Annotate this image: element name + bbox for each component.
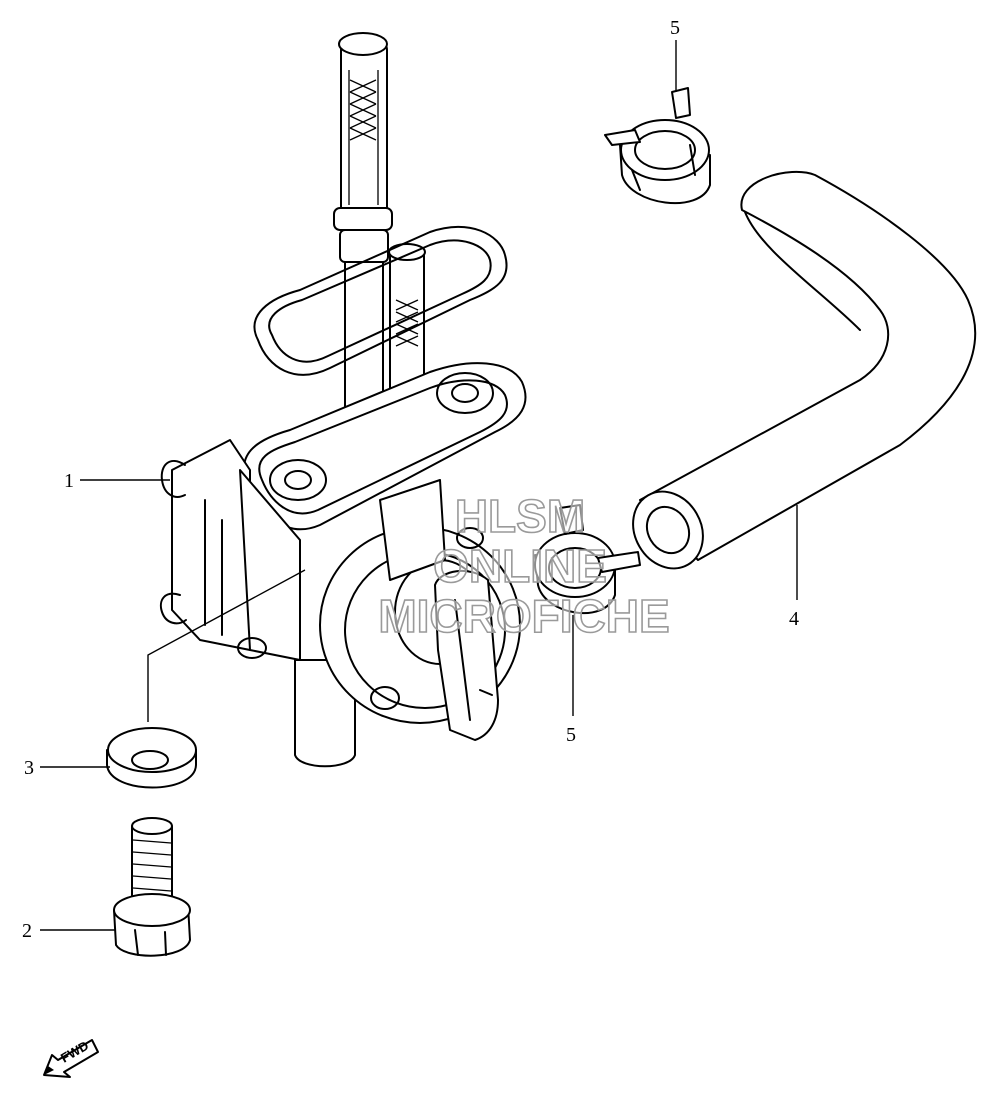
fuel-cock-assembly (160, 32, 527, 768)
outlet-spigot (294, 659, 356, 768)
fuel-hose (632, 170, 977, 570)
callout-5-lower: 5 (566, 724, 576, 746)
cock-body (171, 439, 251, 651)
upper-gasket (253, 226, 508, 376)
leader-lines (40, 40, 798, 931)
washer (106, 727, 197, 789)
fwd-arrow-icon: FWD (43, 1038, 99, 1078)
callout-2: 2 (22, 920, 32, 942)
watermark: HLSM ONLINE MICROFICHE (378, 489, 671, 643)
watermark-line-2: ONLINE (433, 540, 607, 592)
filter-tube (333, 32, 393, 448)
callout-4: 4 (789, 608, 799, 630)
callout-3: 3 (24, 757, 34, 779)
hose-clamp-upper (604, 87, 711, 205)
lever-handle (434, 569, 499, 741)
callout-1: 1 (64, 470, 74, 492)
watermark-line-1: HLSM (455, 490, 585, 542)
callout-5-upper: 5 (670, 17, 680, 39)
watermark-line-3: MICROFICHE (378, 590, 669, 642)
hose-clamp-lower (534, 504, 641, 615)
bolt (113, 817, 191, 957)
